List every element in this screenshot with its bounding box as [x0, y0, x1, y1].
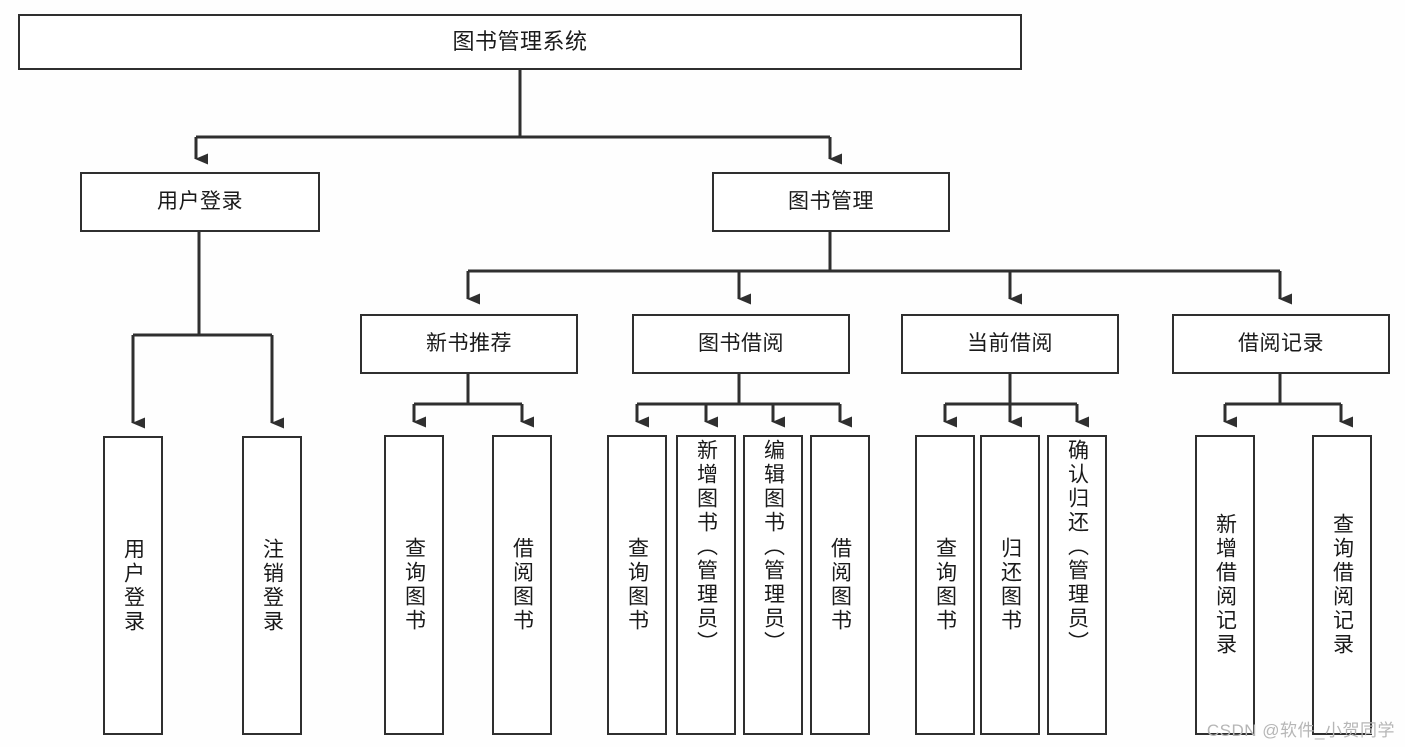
node-label: 图书管理 — [788, 189, 874, 213]
node-label: 新书推荐 — [426, 331, 512, 355]
node-label: 新增借阅记录 — [1213, 513, 1237, 657]
node-label: 图书管理系统 — [452, 29, 588, 55]
node-label: 借阅图书 — [828, 537, 852, 633]
leaf-add-book-admin[interactable]: 新增图书（管理员） — [676, 435, 736, 735]
leaf-user-login[interactable]: 用户登录 — [103, 436, 163, 735]
leaf-edit-book-admin[interactable]: 编辑图书（管理员） — [743, 435, 803, 735]
leaf-query-borrow-record[interactable]: 查询借阅记录 — [1312, 435, 1372, 735]
watermark-text: CSDN @软件_小贺同学 — [1206, 721, 1395, 740]
node-label: 用户登录 — [121, 537, 145, 634]
leaf-query-books-newbook[interactable]: 查询图书 — [384, 435, 444, 735]
node-label: 新增图书（管理员） — [694, 439, 718, 655]
node-label: 查询图书 — [933, 537, 957, 633]
node-label: 查询图书 — [625, 537, 649, 633]
node-label: 当前借阅 — [967, 331, 1053, 355]
node-label: 确认归还（管理员） — [1065, 439, 1089, 655]
leaf-add-borrow-record[interactable]: 新增借阅记录 — [1195, 435, 1255, 735]
leaf-return-books[interactable]: 归还图书 — [980, 435, 1040, 735]
node-current-borrowing[interactable]: 当前借阅 — [901, 314, 1119, 374]
node-label: 用户登录 — [157, 189, 243, 213]
node-label: 归还图书 — [998, 537, 1022, 633]
leaf-query-books-current[interactable]: 查询图书 — [915, 435, 975, 735]
node-label: 查询图书 — [402, 537, 426, 633]
node-label: 查询借阅记录 — [1330, 513, 1354, 657]
node-new-book-recommendation[interactable]: 新书推荐 — [360, 314, 578, 374]
node-label: 注销登录 — [260, 537, 284, 634]
leaf-logout[interactable]: 注销登录 — [242, 436, 302, 735]
node-label: 编辑图书（管理员） — [761, 439, 785, 655]
leaf-confirm-return-admin[interactable]: 确认归还（管理员） — [1047, 435, 1107, 735]
leaf-borrow-books-borrow[interactable]: 借阅图书 — [810, 435, 870, 735]
node-label: 借阅记录 — [1238, 331, 1324, 355]
node-user-login[interactable]: 用户登录 — [80, 172, 320, 232]
node-label: 图书借阅 — [698, 331, 784, 355]
leaf-query-books-borrow[interactable]: 查询图书 — [607, 435, 667, 735]
node-label: 借阅图书 — [510, 537, 534, 633]
node-book-borrowing[interactable]: 图书借阅 — [632, 314, 850, 374]
leaf-borrow-books-newbook[interactable]: 借阅图书 — [492, 435, 552, 735]
node-book-management[interactable]: 图书管理 — [712, 172, 950, 232]
node-root-book-management-system[interactable]: 图书管理系统 — [18, 14, 1022, 70]
node-borrowing-record[interactable]: 借阅记录 — [1172, 314, 1390, 374]
